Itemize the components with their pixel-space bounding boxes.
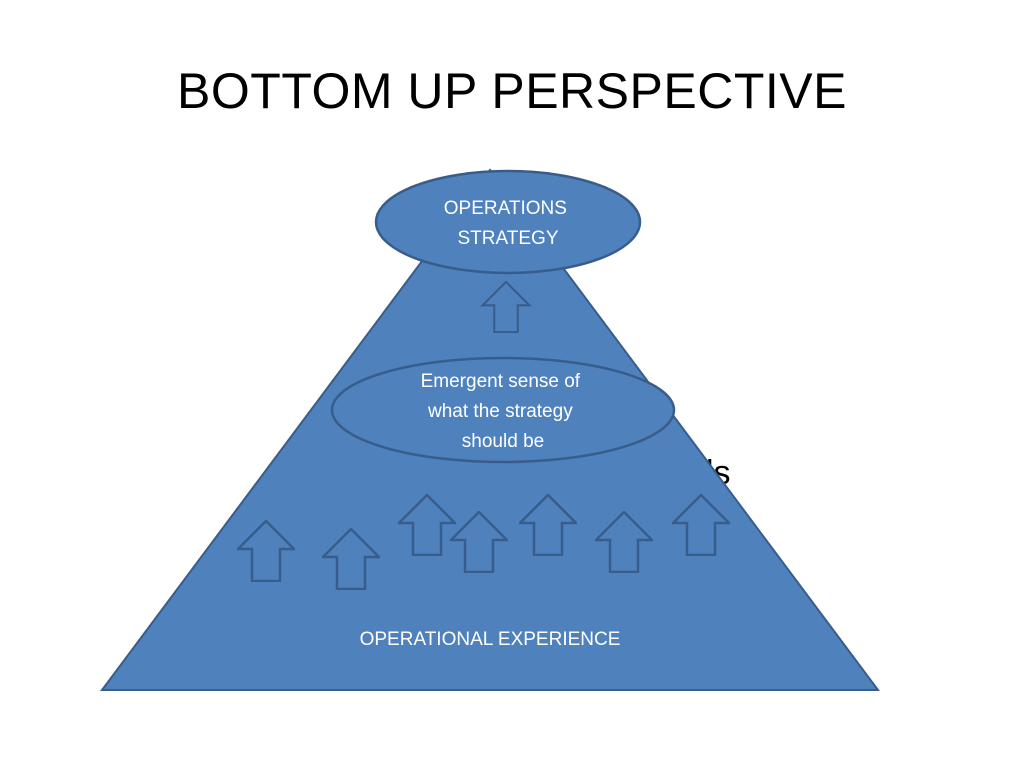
emergent-sense-line-2: what the strategy (427, 401, 573, 422)
operations-strategy-node: OPERATIONS STRATEGY (374, 169, 642, 275)
emergent-sense-node: Emergent sense of what the strategy shou… (330, 356, 676, 464)
emergent-sense-ellipse (330, 356, 676, 464)
operations-strategy-label: OPERATIONS STRATEGY (444, 198, 572, 249)
emergent-sense-label: Emergent sense of what the strategy shou… (421, 371, 586, 452)
operations-strategy-ellipse (374, 169, 642, 275)
operational-experience-label: OPERATIONAL EXPERIENCE (360, 629, 621, 650)
operations-strategy-line-2: STRATEGY (458, 228, 559, 249)
operations-strategy-line-1: OPERATIONS (444, 198, 567, 219)
emergent-sense-line-3: should be (462, 431, 544, 452)
emergent-sense-line-1: Emergent sense of (421, 371, 581, 392)
slide-title: BOTTOM UP PERSPECTIVE (177, 63, 847, 119)
